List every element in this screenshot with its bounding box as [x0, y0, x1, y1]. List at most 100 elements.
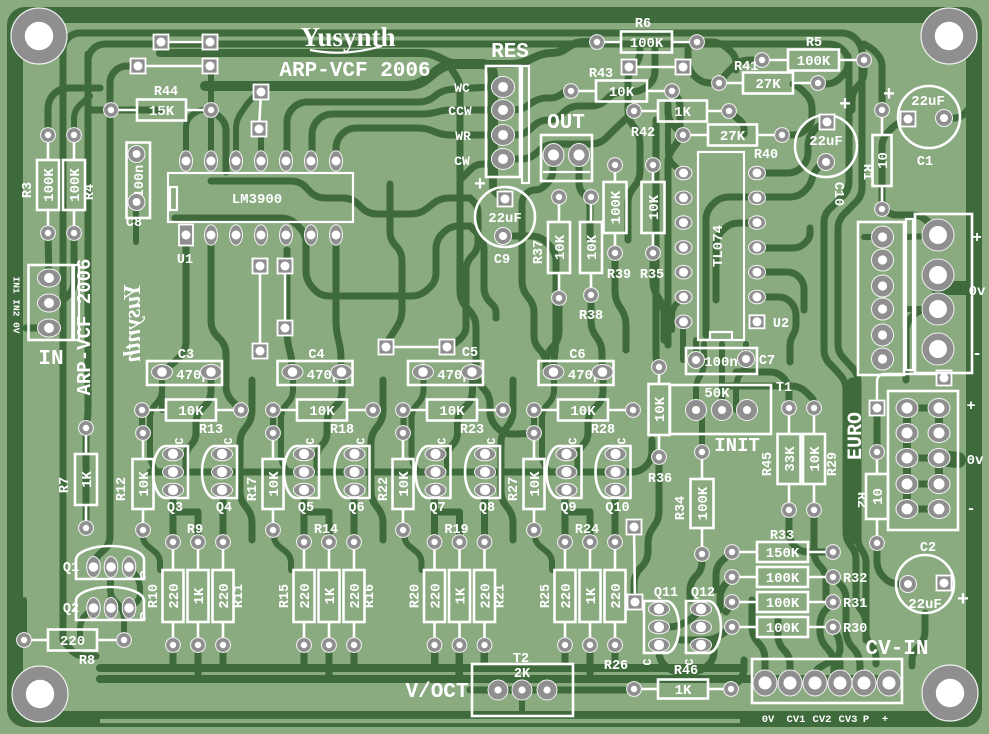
svg-text:100n: 100n [133, 165, 148, 197]
svg-text:INIT: INIT [714, 435, 760, 457]
svg-text:C: C [223, 437, 236, 444]
svg-text:T1: T1 [776, 381, 792, 396]
svg-text:WC: WC [454, 81, 470, 96]
svg-text:TL074: TL074 [711, 225, 727, 267]
svg-text:ARP-VCF 2006: ARP-VCF 2006 [279, 60, 430, 83]
svg-text:Q1: Q1 [63, 561, 79, 576]
svg-text:C8: C8 [126, 216, 142, 231]
svg-text:R16: R16 [363, 584, 378, 608]
svg-text:R14: R14 [314, 523, 338, 538]
svg-text:C4: C4 [308, 348, 324, 363]
svg-text:C: C [140, 570, 147, 583]
svg-text:Q5: Q5 [298, 501, 314, 516]
svg-text:CV-IN: CV-IN [865, 638, 928, 661]
svg-text:C2: C2 [920, 541, 936, 556]
svg-text:1K: 1K [454, 587, 470, 604]
svg-text:+: + [839, 94, 851, 117]
svg-text:R45: R45 [761, 452, 776, 476]
svg-text:10K: 10K [267, 471, 283, 497]
svg-text:33K: 33K [783, 446, 799, 472]
svg-text:R17: R17 [246, 477, 261, 501]
svg-text:R1: R1 [859, 164, 874, 180]
svg-text:220: 220 [609, 583, 625, 608]
svg-text:1K: 1K [192, 587, 208, 604]
svg-text:R7: R7 [58, 477, 73, 493]
svg-text:RES: RES [491, 41, 529, 64]
svg-text:R38: R38 [579, 309, 603, 324]
svg-text:+: + [972, 229, 982, 247]
svg-text:C10: C10 [830, 182, 845, 206]
svg-text:Q9: Q9 [560, 501, 576, 516]
svg-text:R39: R39 [607, 268, 631, 283]
svg-text:CW: CW [454, 154, 470, 169]
svg-text:Yusynth: Yusynth [300, 22, 395, 52]
svg-text:1K: 1K [584, 587, 600, 604]
svg-text:R19: R19 [444, 523, 468, 538]
svg-text:10K: 10K [585, 234, 601, 260]
svg-text:220: 220 [167, 583, 183, 608]
svg-text:10K: 10K [178, 404, 204, 420]
svg-text:0v: 0v [967, 453, 984, 469]
svg-text:0V: 0V [762, 714, 775, 726]
svg-text:C: C [305, 437, 318, 444]
svg-text:R31: R31 [843, 597, 867, 612]
svg-text:R35: R35 [640, 268, 664, 283]
svg-text:10K: 10K [609, 85, 635, 101]
svg-text:10K: 10K [397, 471, 413, 497]
svg-text:R6: R6 [635, 17, 651, 32]
svg-text:C: C [684, 658, 697, 665]
svg-text:R43: R43 [589, 67, 613, 82]
svg-text:R30: R30 [843, 622, 867, 637]
svg-text:R23: R23 [460, 423, 484, 438]
svg-text:220: 220 [348, 583, 364, 608]
svg-text:R21: R21 [494, 584, 509, 608]
svg-text:C: C [642, 658, 655, 665]
svg-text:100K: 100K [68, 168, 84, 202]
svg-text:100K: 100K [766, 571, 800, 587]
svg-text:100K: 100K [609, 190, 625, 224]
svg-text:220: 220 [217, 583, 233, 608]
svg-text:R5: R5 [806, 36, 822, 51]
svg-text:Q4: Q4 [216, 501, 232, 516]
svg-text:10K: 10K [439, 404, 465, 420]
svg-text:Q7: Q7 [429, 501, 445, 516]
svg-text:R37: R37 [532, 240, 547, 264]
svg-text:R2: R2 [853, 492, 868, 508]
svg-text:R15: R15 [278, 584, 293, 608]
svg-text:C9: C9 [494, 253, 510, 268]
svg-text:50K: 50K [704, 386, 730, 402]
svg-text:Q3: Q3 [167, 501, 183, 516]
svg-text:R18: R18 [330, 423, 354, 438]
svg-text:100K: 100K [42, 168, 58, 202]
svg-text:CV1: CV1 [787, 714, 806, 726]
svg-text:Q8: Q8 [479, 501, 495, 516]
svg-text:220: 220 [298, 583, 314, 608]
svg-text:220: 220 [60, 634, 85, 650]
svg-text:R33: R33 [770, 529, 794, 544]
svg-text:ARP-VCF 2006: ARP-VCF 2006 [74, 259, 96, 396]
svg-text:C3: C3 [178, 348, 194, 363]
svg-text:Q10: Q10 [605, 501, 629, 516]
svg-text:IN: IN [38, 348, 63, 371]
svg-text:R32: R32 [843, 572, 867, 587]
svg-text:100K: 100K [766, 621, 800, 637]
svg-text:C5: C5 [462, 346, 478, 361]
svg-text:1K: 1K [80, 471, 96, 488]
svg-text:R3: R3 [21, 182, 36, 198]
svg-text:CCW: CCW [448, 104, 472, 119]
svg-text:22uF: 22uF [809, 134, 843, 150]
svg-text:R28: R28 [591, 423, 615, 438]
svg-text:C6: C6 [569, 348, 585, 363]
svg-text:R8: R8 [79, 654, 95, 669]
svg-text:C: C [437, 437, 450, 444]
svg-text:V/OCT: V/OCT [405, 681, 468, 704]
svg-text:CV2: CV2 [813, 714, 832, 726]
svg-text:C: C [356, 437, 369, 444]
svg-text:R25: R25 [539, 584, 554, 608]
svg-text:R44: R44 [154, 85, 178, 100]
svg-text:IN1 IN2 0V: IN1 IN2 0V [11, 276, 22, 333]
svg-text:10K: 10K [137, 471, 153, 497]
svg-text:R20: R20 [409, 584, 424, 608]
svg-text:+: + [883, 84, 895, 107]
svg-text:10K: 10K [808, 446, 824, 472]
